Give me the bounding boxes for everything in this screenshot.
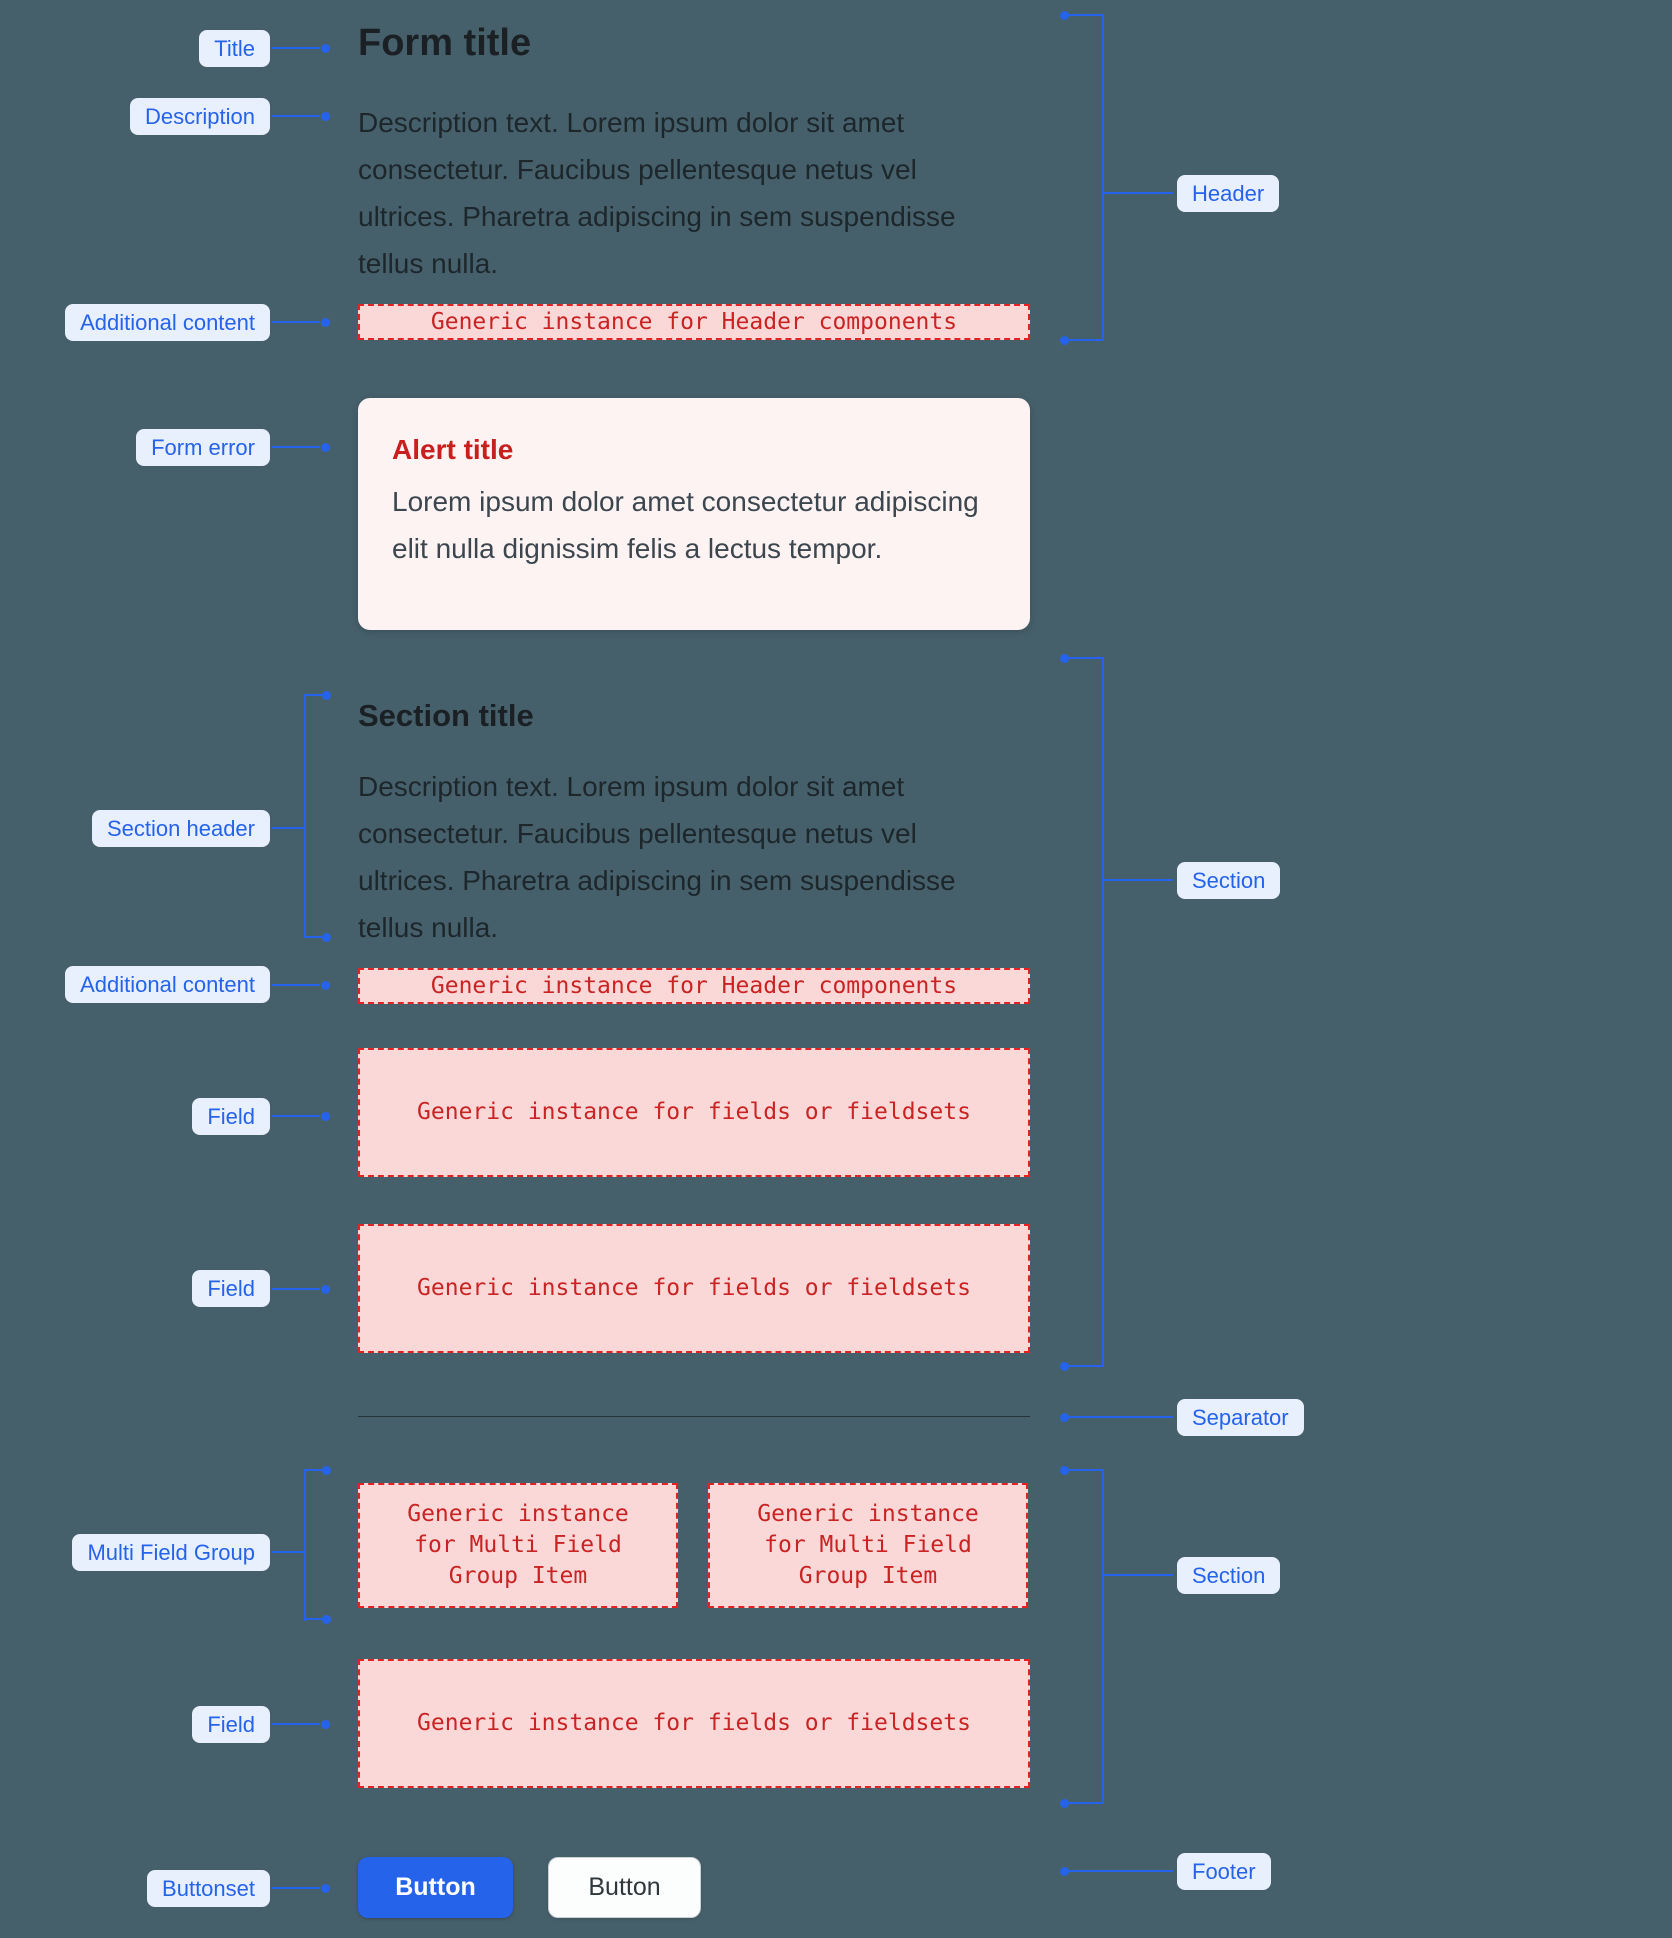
connector-line bbox=[272, 1288, 320, 1290]
connector-line bbox=[1068, 657, 1104, 659]
annotation-label-additional-content: Additional content bbox=[65, 304, 270, 341]
annotation-label-field-1: Field bbox=[192, 1098, 270, 1135]
connector-line bbox=[272, 1115, 320, 1117]
secondary-button[interactable]: Button bbox=[548, 1857, 701, 1918]
connector-dot bbox=[322, 933, 331, 942]
connector-line bbox=[272, 984, 320, 986]
connector-line bbox=[1102, 1469, 1104, 1804]
connector-line bbox=[272, 47, 320, 49]
connector-dot bbox=[321, 1884, 330, 1893]
header-additional-content-placeholder: Generic instance for Header components bbox=[358, 304, 1030, 340]
connector-line bbox=[1068, 14, 1104, 16]
connector-dot bbox=[321, 1112, 330, 1121]
connector-line bbox=[304, 1469, 306, 1621]
connector-dot bbox=[1060, 1362, 1069, 1371]
connector-dot bbox=[1060, 11, 1069, 20]
form-description: Description text. Lorem ipsum dolor sit … bbox=[358, 107, 956, 279]
connector-line bbox=[1068, 339, 1104, 341]
connector-dot bbox=[1060, 1867, 1069, 1876]
connector-line bbox=[1104, 192, 1173, 194]
connector-line bbox=[1102, 14, 1104, 341]
multi-field-group-item-placeholder-1: Generic instance for Multi Field Group I… bbox=[358, 1483, 678, 1608]
connector-line bbox=[1104, 879, 1173, 881]
annotation-label-footer: Footer bbox=[1177, 1853, 1271, 1890]
connector-dot bbox=[321, 44, 330, 53]
connector-line bbox=[272, 446, 320, 448]
alert-title: Alert title bbox=[392, 434, 514, 465]
annotation-label-header: Header bbox=[1177, 175, 1280, 212]
multi-field-group-item-placeholder-2: Generic instance for Multi Field Group I… bbox=[708, 1483, 1028, 1608]
connector-line bbox=[304, 694, 306, 938]
connector-line bbox=[304, 1618, 322, 1620]
connector-line bbox=[304, 936, 322, 938]
field-placeholder-1: Generic instance for fields or fieldsets bbox=[358, 1048, 1030, 1177]
connector-line bbox=[272, 115, 320, 117]
annotation-label-form-error: Form error bbox=[136, 429, 270, 466]
connector-dot bbox=[321, 1285, 330, 1294]
annotation-label-field-3: Field bbox=[192, 1706, 270, 1743]
section-description: Description text. Lorem ipsum dolor sit … bbox=[358, 771, 956, 943]
connector-dot bbox=[1060, 1413, 1069, 1422]
section-separator bbox=[358, 1416, 1030, 1417]
alert-body: Lorem ipsum dolor amet consectetur adipi… bbox=[392, 486, 979, 564]
connector-line bbox=[272, 1723, 320, 1725]
connector-line bbox=[304, 1469, 322, 1471]
connector-line bbox=[272, 321, 320, 323]
annotation-label-field-2: Field bbox=[192, 1270, 270, 1307]
annotation-label-separator: Separator bbox=[1177, 1399, 1304, 1436]
annotation-label-section-1: Section bbox=[1177, 862, 1281, 899]
connector-dot bbox=[1060, 1466, 1069, 1475]
form-error-alert: Alert title Lorem ipsum dolor amet conse… bbox=[358, 398, 1030, 630]
field-placeholder-3: Generic instance for fields or fieldsets bbox=[358, 1659, 1030, 1788]
connector-line bbox=[1104, 1574, 1173, 1576]
connector-line bbox=[272, 827, 306, 829]
section-title: Section title bbox=[358, 698, 534, 733]
connector-dot bbox=[322, 691, 331, 700]
connector-line bbox=[1068, 1469, 1104, 1471]
annotation-label-additional-content-2: Additional content bbox=[65, 966, 270, 1003]
connector-dot bbox=[1060, 336, 1069, 345]
field-placeholder-2: Generic instance for fields or fieldsets bbox=[358, 1224, 1030, 1353]
connector-dot bbox=[1060, 1799, 1069, 1808]
connector-dot bbox=[321, 1720, 330, 1729]
connector-line bbox=[272, 1887, 320, 1889]
connector-dot bbox=[1060, 654, 1069, 663]
connector-dot bbox=[321, 112, 330, 121]
connector-dot bbox=[322, 1466, 331, 1475]
annotation-label-multi-field-group: Multi Field Group bbox=[72, 1534, 270, 1571]
annotation-label-title: Title bbox=[199, 30, 270, 67]
primary-button[interactable]: Button bbox=[358, 1857, 513, 1918]
annotation-label-buttonset: Buttonset bbox=[147, 1870, 270, 1907]
connector-line bbox=[1068, 1870, 1173, 1872]
annotation-label-description: Description bbox=[129, 98, 270, 135]
connector-line bbox=[1068, 1416, 1173, 1418]
form-title: Form title bbox=[358, 22, 532, 64]
connector-dot bbox=[321, 981, 330, 990]
connector-line bbox=[304, 694, 322, 696]
section-additional-content-placeholder: Generic instance for Header components bbox=[358, 968, 1030, 1004]
connector-line bbox=[272, 1551, 306, 1553]
connector-dot bbox=[321, 443, 330, 452]
annotation-label-section-2: Section bbox=[1177, 1557, 1281, 1594]
connector-line bbox=[1068, 1365, 1104, 1367]
connector-dot bbox=[322, 1615, 331, 1624]
connector-line bbox=[1102, 657, 1104, 1367]
connector-line bbox=[1068, 1802, 1104, 1804]
annotation-label-section-header: Section header bbox=[92, 810, 270, 847]
connector-dot bbox=[321, 318, 330, 327]
